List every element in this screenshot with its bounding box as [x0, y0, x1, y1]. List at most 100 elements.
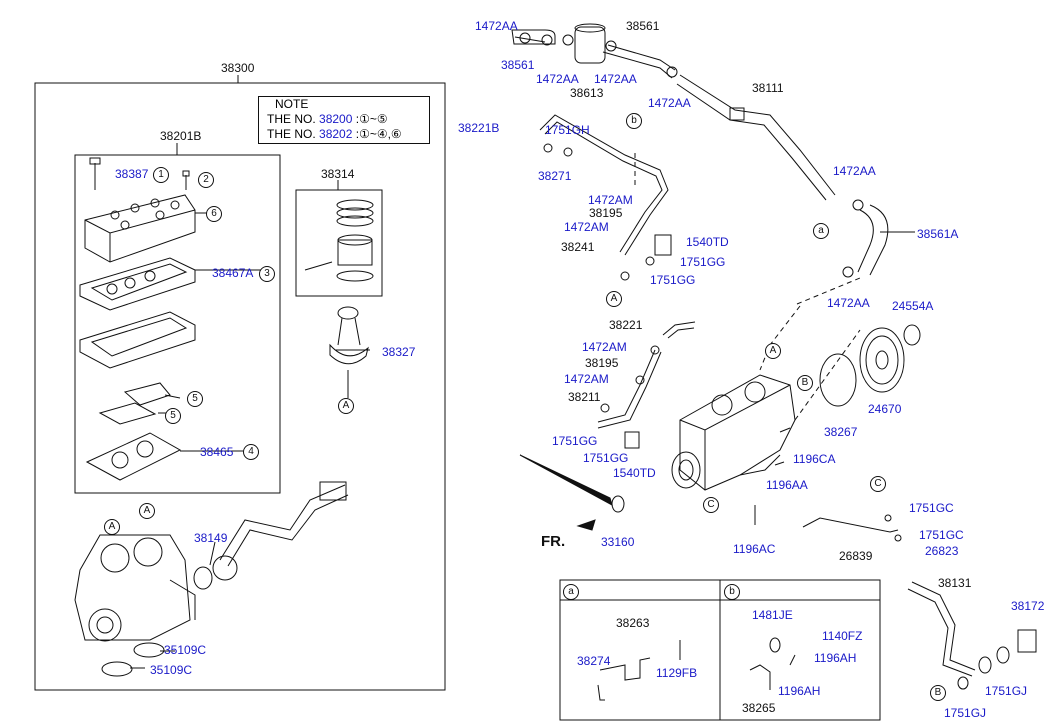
callout-2: 2 — [198, 172, 214, 188]
part-1751GG-2[interactable]: 1751GG — [650, 273, 696, 287]
plug-1540TD-lower — [624, 431, 640, 449]
part-33160[interactable]: 33160 — [601, 535, 635, 549]
part-38387[interactable]: 38387 — [115, 167, 149, 181]
note-row-1: THE NO. 38200 :①~⑤ — [267, 112, 388, 126]
part-1472AA-5[interactable]: 1472AA — [833, 164, 876, 178]
detail-a-tag: a — [563, 584, 579, 600]
label-38131: 38131 — [938, 576, 972, 590]
callout-C-line: C — [870, 476, 886, 492]
part-1481JE[interactable]: 1481JE — [752, 608, 793, 622]
part-1196AC[interactable]: 1196AC — [733, 542, 776, 556]
callout-A-rod: A — [338, 398, 354, 414]
hose-38561A — [857, 204, 889, 276]
gasket-5-upper — [123, 382, 171, 406]
part-1196CA[interactable]: 1196CA — [793, 452, 836, 466]
part-38465[interactable]: 38465 — [200, 445, 234, 459]
label-38221: 38221 — [609, 318, 643, 332]
note-row2-prefix: THE NO. — [267, 127, 316, 141]
cover-35109C-upper — [133, 642, 165, 658]
note-title: NOTE — [275, 97, 309, 111]
note-row2-range: :①~④,⑥ — [355, 127, 402, 141]
cover-35109C-lower — [101, 661, 133, 677]
part-1196AA[interactable]: 1196AA — [766, 478, 808, 492]
part-1196AH-1[interactable]: 1196AH — [814, 651, 857, 665]
part-1472AA-6[interactable]: 1472AA — [827, 296, 870, 310]
part-1751GC-2[interactable]: 1751GC — [919, 528, 964, 542]
part-38267[interactable]: 38267 — [824, 425, 858, 439]
label-38613: 38613 — [570, 86, 604, 100]
part-1472AA-1[interactable]: 1472AA — [475, 19, 518, 33]
part-1540TD-2[interactable]: 1540TD — [613, 466, 656, 480]
part-1751GC-1[interactable]: 1751GC — [909, 501, 954, 515]
label-38111: 38111 — [752, 81, 784, 95]
plug-1540TD-upper — [654, 234, 672, 256]
gasket-5-lower — [98, 402, 157, 425]
pipe-38221B — [539, 114, 669, 256]
part-1751GG-1[interactable]: 1751GG — [680, 255, 726, 269]
part-1472AM-4[interactable]: 1472AM — [564, 372, 609, 386]
part-1751GJ-2[interactable]: 1751GJ — [944, 706, 987, 720]
callout-A-1: A — [104, 519, 120, 535]
part-1129FB[interactable]: 1129FB — [656, 666, 698, 680]
callout-4: 4 — [243, 444, 259, 460]
part-24554A[interactable]: 24554A — [892, 299, 934, 313]
hose-38561-upper — [511, 29, 556, 45]
part-1751GG-4[interactable]: 1751GG — [583, 451, 629, 465]
part-1751GG-3[interactable]: 1751GG — [552, 434, 598, 448]
label-26839: 26839 — [839, 549, 873, 563]
note-row1-part[interactable]: 38200 — [319, 112, 353, 126]
assembly-38300-frame — [34, 82, 446, 691]
label-38195-2: 38195 — [585, 356, 619, 370]
part-38467A[interactable]: 38467A — [212, 266, 254, 280]
gasket-plate — [79, 311, 196, 369]
piston-rings — [304, 199, 374, 282]
part-1140FZ[interactable]: 1140FZ — [822, 629, 863, 643]
part-38271[interactable]: 38271 — [538, 169, 572, 183]
part-1472AM-1[interactable]: 1472AM — [588, 193, 633, 207]
part-1472AA-4[interactable]: 1472AA — [648, 96, 691, 110]
label-38265: 38265 — [742, 701, 776, 715]
part-1472AM-3[interactable]: 1472AM — [582, 340, 627, 354]
pipe-38131 — [907, 581, 1037, 677]
gasket-38467A — [79, 257, 196, 311]
callout-A-pipe: A — [606, 291, 622, 307]
air-filter-38613 — [574, 23, 606, 64]
part-38274[interactable]: 38274 — [577, 654, 611, 668]
pipe-38221 — [597, 321, 696, 429]
part-1196AH-2[interactable]: 1196AH — [778, 684, 821, 698]
callout-b-pipe: b — [626, 113, 642, 129]
part-38561A[interactable]: 38561A — [917, 227, 959, 241]
part-38561-1[interactable]: 38561 — [501, 58, 535, 72]
part-24670[interactable]: 24670 — [868, 402, 902, 416]
part-1751GH[interactable]: 1751GH — [545, 123, 590, 137]
part-1472AA-2[interactable]: 1472AA — [536, 72, 579, 86]
callout-B-compressor: B — [797, 375, 813, 391]
part-1540TD-1[interactable]: 1540TD — [686, 235, 729, 249]
callout-5a: 5 — [187, 391, 203, 407]
part-38221B[interactable]: 38221B — [458, 121, 500, 135]
part-35109C-a[interactable]: 35109C — [164, 643, 207, 657]
part-38149[interactable]: 38149 — [194, 531, 228, 545]
part-38327[interactable]: 38327 — [382, 345, 416, 359]
connecting-rod — [329, 306, 369, 398]
hose-38561-right — [607, 44, 676, 71]
label-38211: 38211 — [568, 390, 601, 404]
part-1472AA-3[interactable]: 1472AA — [594, 72, 637, 86]
part-1472AM-2[interactable]: 1472AM — [564, 220, 609, 234]
line-26839 — [802, 517, 899, 533]
callout-A-2: A — [139, 503, 155, 519]
part-1751GJ-1[interactable]: 1751GJ — [985, 684, 1028, 698]
crankcase — [74, 534, 196, 642]
part-38172[interactable]: 38172 — [1011, 599, 1045, 613]
note-row2-part[interactable]: 38202 — [319, 127, 353, 141]
label-38201B: 38201B — [160, 129, 202, 143]
detail-b-tag: b — [724, 584, 740, 600]
gear-24670 — [859, 327, 905, 393]
note-row1-range: :①~⑤ — [355, 112, 388, 126]
part-26823[interactable]: 26823 — [925, 544, 959, 558]
cylinder-head — [84, 194, 196, 263]
label-38300: 38300 — [221, 61, 255, 75]
note-row-2: THE NO. 38202 :①~④,⑥ — [267, 127, 402, 141]
part-35109C-b[interactable]: 35109C — [150, 663, 193, 677]
